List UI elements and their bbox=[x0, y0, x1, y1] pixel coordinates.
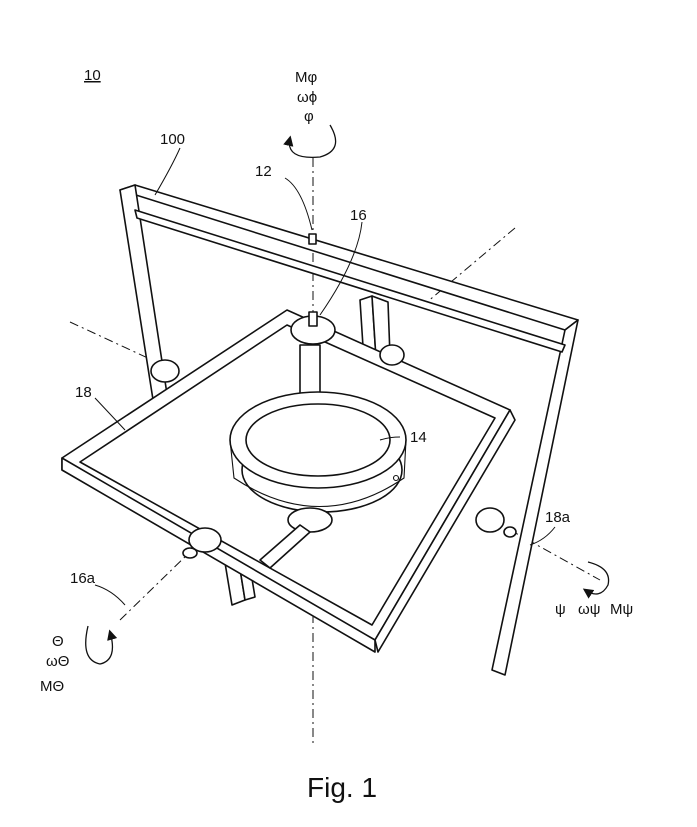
label-14: 14 bbox=[410, 429, 427, 446]
label-16a: 16a bbox=[70, 570, 96, 587]
label-100: 100 bbox=[160, 131, 185, 148]
left-symbol-M: MΘ bbox=[40, 678, 64, 695]
leader-lines bbox=[94, 147, 556, 606]
top-symbol-M: Mφ bbox=[295, 69, 317, 86]
ref-number: 10 bbox=[84, 67, 101, 84]
figure-caption: Fig. 1 bbox=[307, 772, 377, 803]
label-12: 12 bbox=[255, 163, 272, 180]
psi-rotation-arrow bbox=[582, 561, 610, 599]
rotation-arrows bbox=[85, 124, 610, 665]
right-symbol-psi: ψ bbox=[555, 601, 566, 618]
phi-rotation-arrow bbox=[283, 124, 337, 159]
label-18: 18 bbox=[75, 384, 92, 401]
label-16: 16 bbox=[350, 207, 367, 224]
label-18a: 18a bbox=[545, 509, 571, 526]
right-symbol-M: Mψ bbox=[610, 601, 633, 618]
labels: 10 100 12 16 14 18 16a 18a Mφ ωϕ φ Θ ωΘ … bbox=[40, 67, 633, 803]
left-symbol-omega: ωΘ bbox=[46, 653, 69, 670]
bearings bbox=[150, 233, 517, 569]
top-symbol-phi: φ bbox=[304, 108, 314, 125]
right-symbol-omega: ωψ bbox=[578, 601, 600, 618]
theta-rotation-arrow bbox=[85, 625, 118, 665]
top-symbol-omega: ωϕ bbox=[297, 89, 317, 106]
rotor-assembly bbox=[229, 344, 407, 513]
left-symbol-theta: Θ bbox=[52, 633, 64, 650]
